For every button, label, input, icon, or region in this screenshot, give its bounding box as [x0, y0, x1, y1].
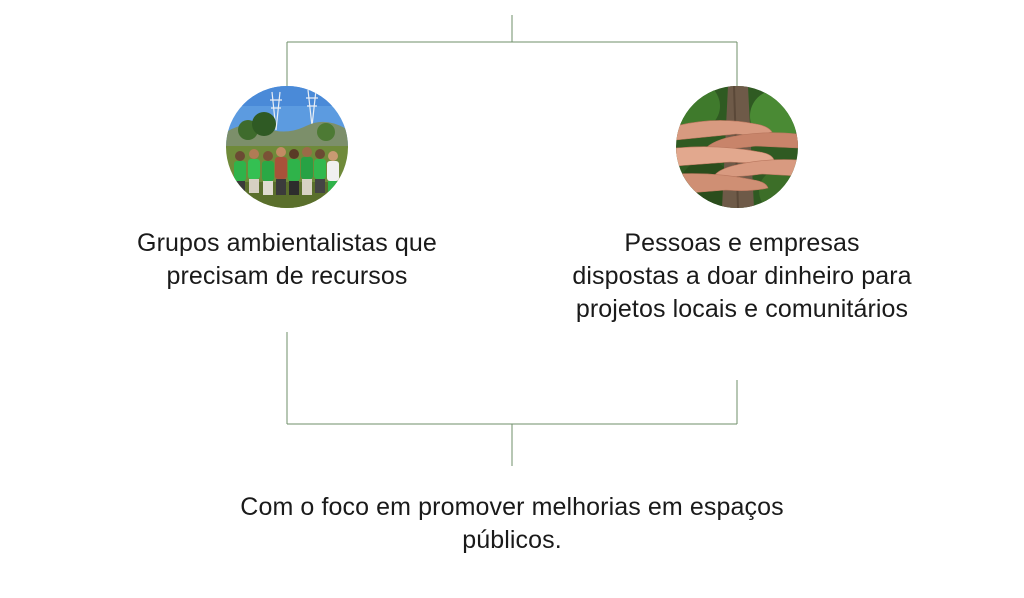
left-node-text: Grupos ambientalistas que precisam de re…: [137, 229, 437, 290]
right-node-text: Pessoas e empresas dispostas a doar dinh…: [572, 229, 912, 323]
result-node-text: Com o foco em promover melhorias em espa…: [240, 493, 784, 554]
volunteer-group-photo: [226, 86, 348, 208]
stacked-hands-photo: [676, 86, 798, 208]
